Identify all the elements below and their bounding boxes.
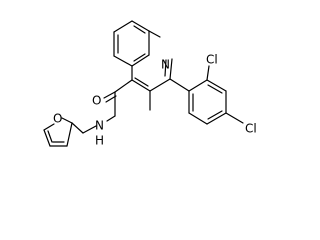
structure-canvas: N O N H O Cl Cl [43, 20, 257, 148]
quinoline-pyridine-ring [131, 30, 173, 92]
amide-group [103, 79, 133, 122]
chlorine-para-label: Cl [245, 122, 257, 136]
furan-oxygen-label: O [53, 112, 62, 126]
ring-nitrogen-label: N [161, 58, 170, 72]
carbonyl-oxygen-label: O [92, 94, 101, 108]
molecule-structure: N O N H O Cl Cl [43, 20, 257, 148]
cl-para-bond [225, 112, 244, 124]
chlorine-ortho-label: Cl [206, 53, 218, 67]
biaryl-bond [169, 78, 190, 92]
dichlorophenyl-ring [188, 79, 227, 125]
quinoline-benzo-ring [113, 20, 150, 67]
furan-ring [43, 117, 97, 147]
amide-nitrogen-label: N [95, 119, 104, 133]
amide-hydrogen-label: H [95, 134, 104, 148]
cl-ortho-bond [206, 65, 210, 81]
